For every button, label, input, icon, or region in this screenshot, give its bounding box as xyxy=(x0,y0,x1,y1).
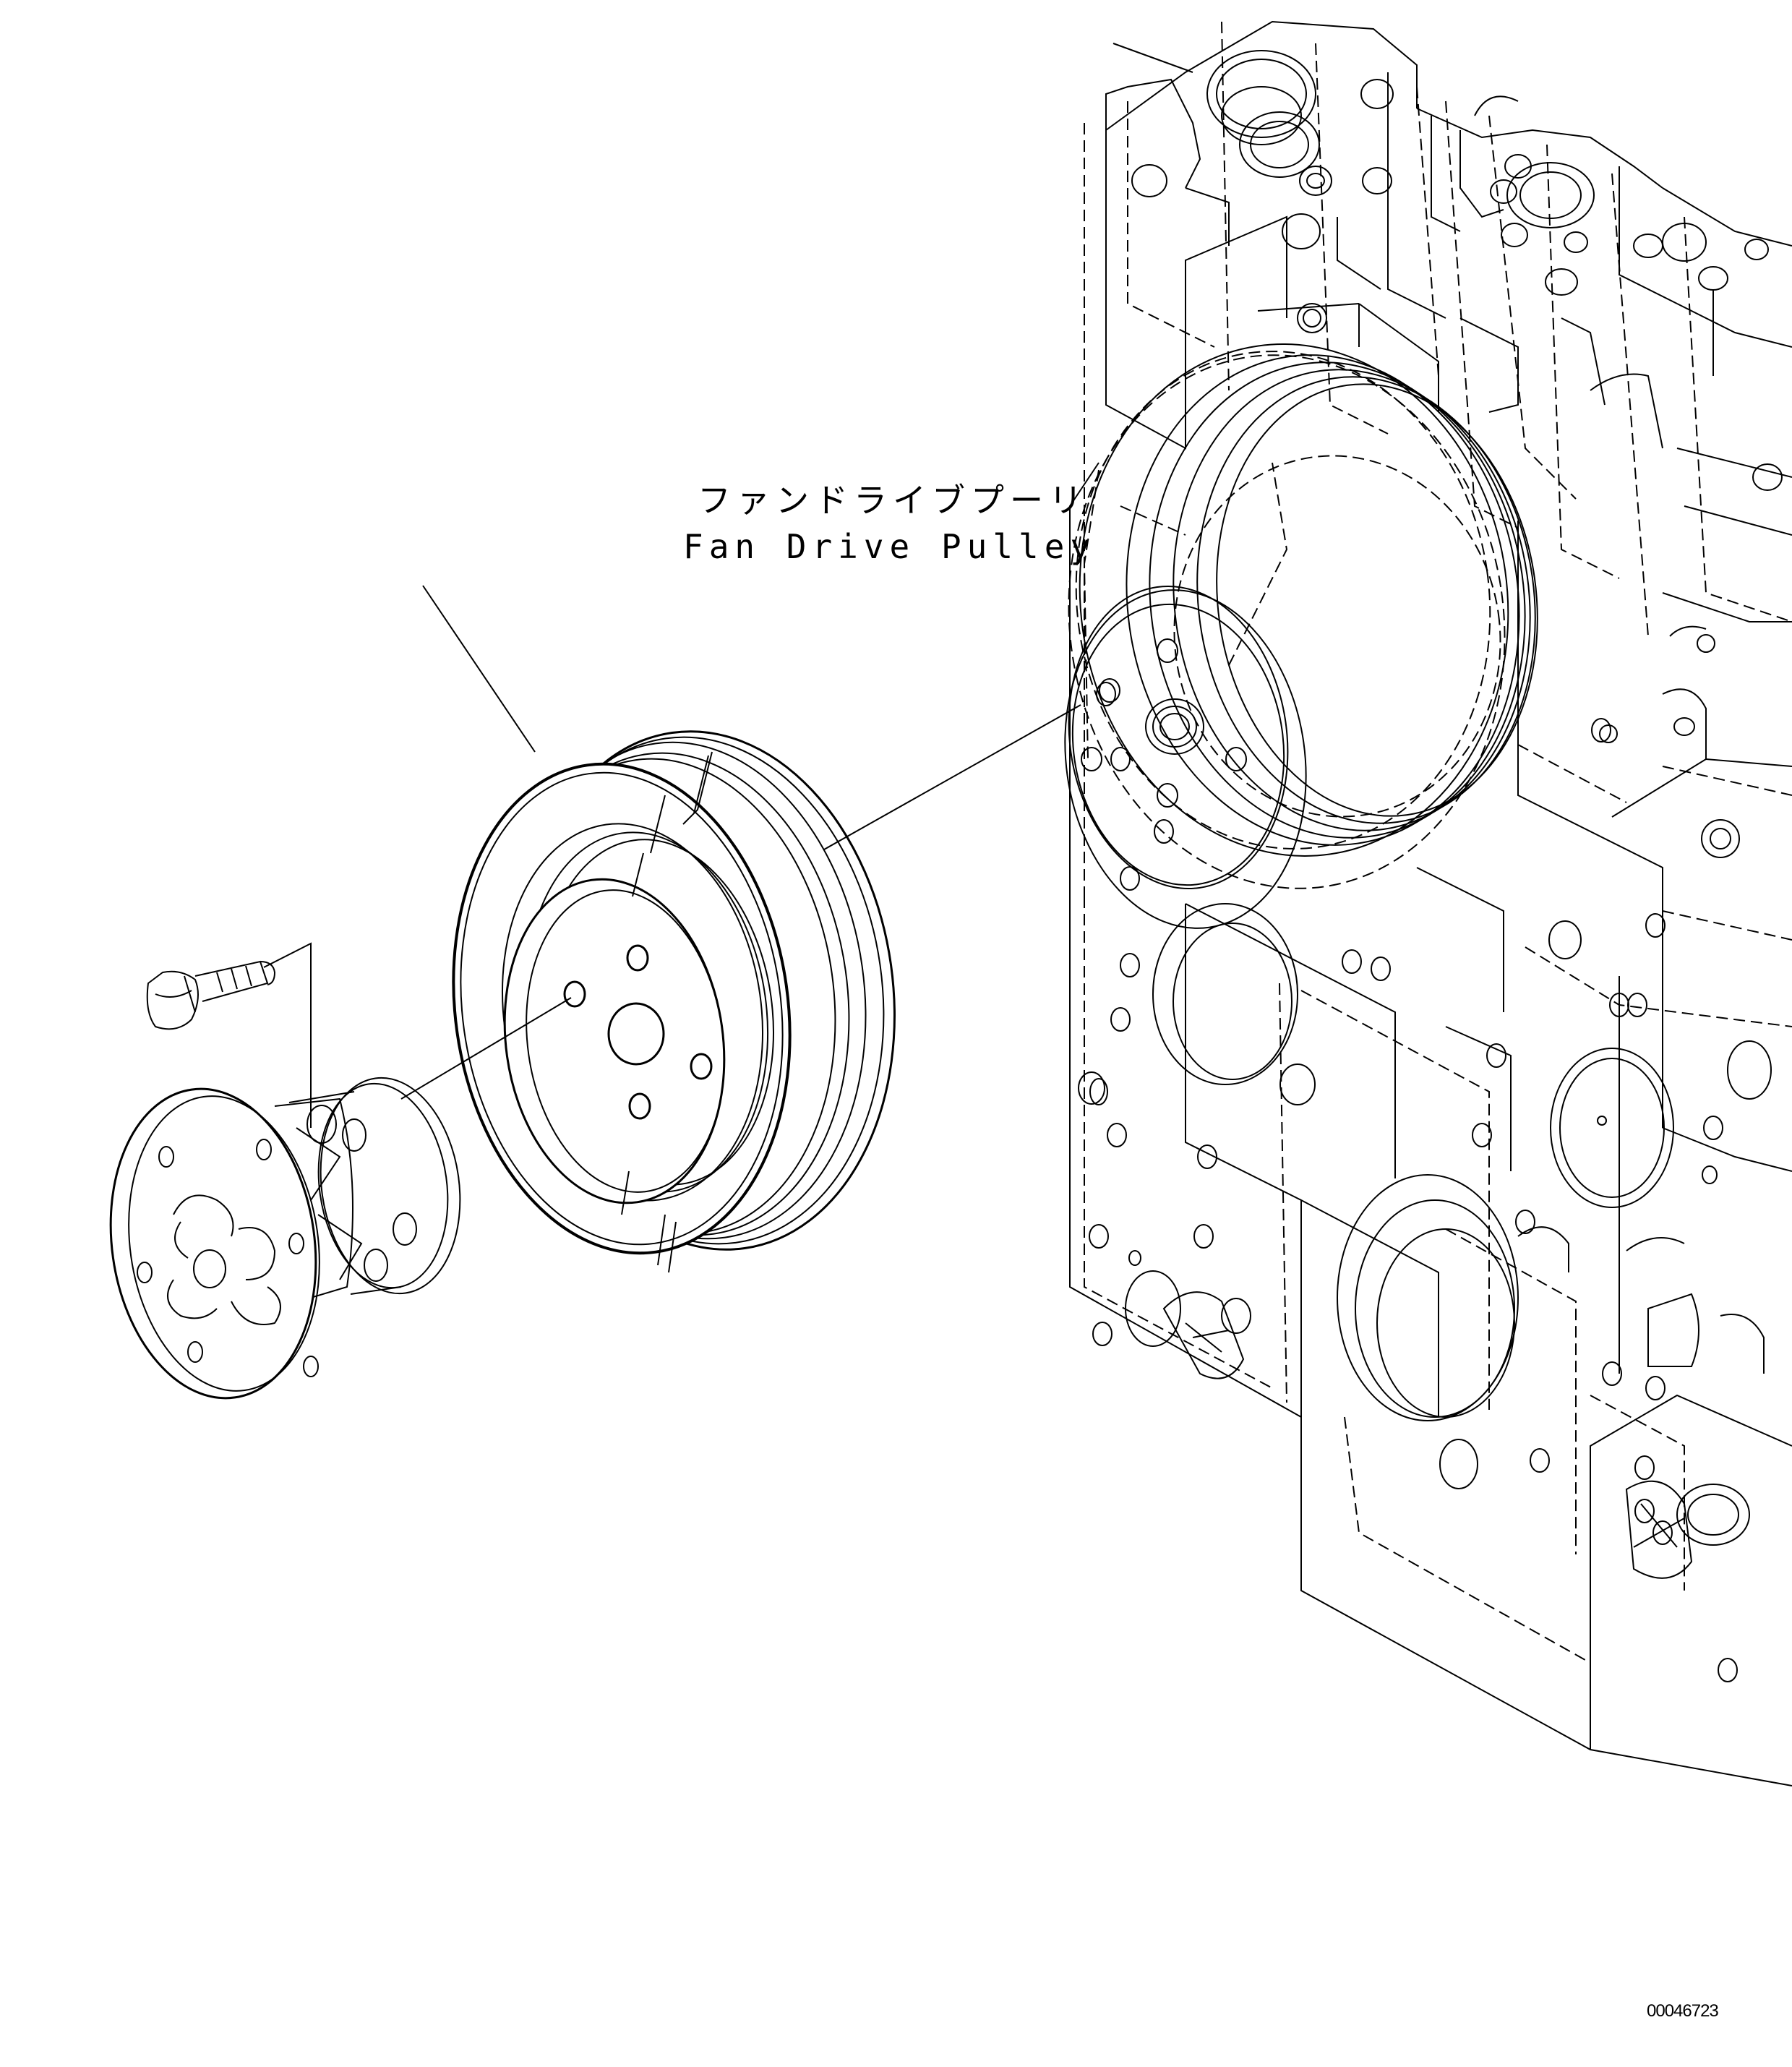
bolt xyxy=(146,942,312,1128)
bolt-axis-line xyxy=(263,942,312,1128)
drawing-number: 00046723 xyxy=(1647,2001,1719,2021)
part-label-english: Fan Drive Pulley xyxy=(683,527,1097,566)
part-label-japanese: ファンドライブプーリ xyxy=(698,481,1088,520)
engine-front-cover xyxy=(1064,20,1792,1786)
fan-adapter-hub xyxy=(109,1077,461,1400)
fan-drive-pulley xyxy=(452,730,896,1273)
adapter-centerline xyxy=(400,997,572,1100)
pulley-centerline xyxy=(823,704,1081,850)
part-callout: ファンドライブプーリ Fan Drive Pulley xyxy=(683,477,1096,570)
callout-leader-line xyxy=(422,585,536,753)
